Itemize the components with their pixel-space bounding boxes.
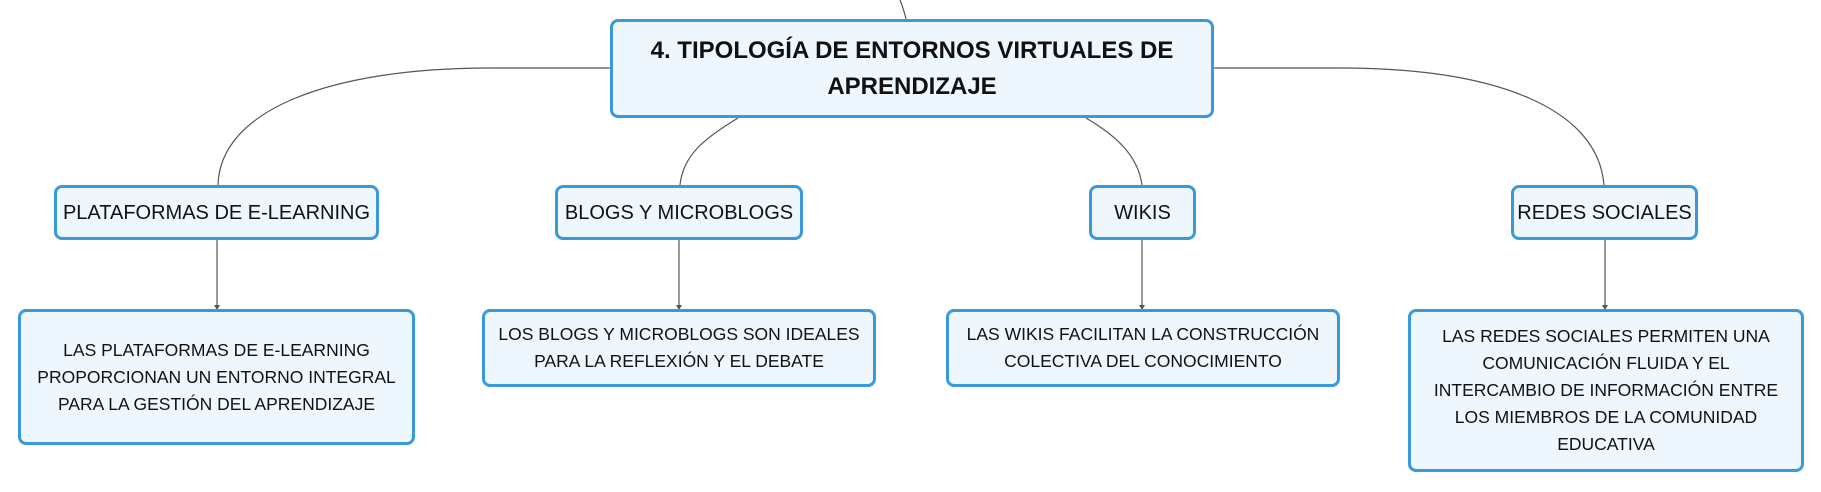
arrow-redes-detail xyxy=(1602,305,1608,310)
detail-text: LOS BLOGS Y MICROBLOGS SON IDEALES PARA … xyxy=(498,324,860,371)
detail-text: LAS REDES SOCIALES PERMITEN UNA COMUNICA… xyxy=(1433,326,1779,454)
topic-node-plataformas[interactable]: PLATAFORMAS DE E-LEARNING xyxy=(54,185,379,240)
topic-label: PLATAFORMAS DE E-LEARNING xyxy=(62,201,371,224)
connector-root-to-plataformas xyxy=(217,67,610,186)
connector-root-to-blogs xyxy=(679,117,739,186)
detail-text: LAS WIKIS FACILITAN LA CONSTRUCCIÓN COLE… xyxy=(966,324,1320,371)
topic-label: REDES SOCIALES xyxy=(1517,201,1692,224)
detail-text: LAS PLATAFORMAS DE E-LEARNING PROPORCION… xyxy=(37,339,396,414)
connector-root-parent xyxy=(899,0,907,20)
detail-node-wikis[interactable]: LAS WIKIS FACILITAN LA CONSTRUCCIÓN COLE… xyxy=(946,309,1340,387)
detail-node-redes-sociales[interactable]: LAS REDES SOCIALES PERMITEN UNA COMUNICA… xyxy=(1408,309,1804,472)
connector-root-to-wikis xyxy=(1085,117,1143,186)
detail-node-plataformas[interactable]: LAS PLATAFORMAS DE E-LEARNING PROPORCION… xyxy=(18,309,415,445)
detail-node-blogs[interactable]: LOS BLOGS Y MICROBLOGS SON IDEALES PARA … xyxy=(482,309,876,387)
connector-root-to-redes xyxy=(1214,67,1605,186)
topic-node-wikis[interactable]: WIKIS xyxy=(1089,185,1196,240)
root-topic-title: 4. TIPOLOGÍA DE ENTORNOS VIRTUALES DE AP… xyxy=(650,36,1174,100)
arrow-wikis-detail xyxy=(1139,305,1145,310)
arrow-plataformas-detail xyxy=(214,305,220,310)
topic-label: WIKIS xyxy=(1114,201,1171,224)
arrow-blogs-detail xyxy=(676,305,682,310)
topic-node-blogs[interactable]: BLOGS Y MICROBLOGS xyxy=(555,185,803,240)
root-topic-node[interactable]: 4. TIPOLOGÍA DE ENTORNOS VIRTUALES DE AP… xyxy=(610,19,1214,118)
topic-node-redes-sociales[interactable]: REDES SOCIALES xyxy=(1511,185,1698,240)
topic-label: BLOGS Y MICROBLOGS xyxy=(564,201,794,224)
